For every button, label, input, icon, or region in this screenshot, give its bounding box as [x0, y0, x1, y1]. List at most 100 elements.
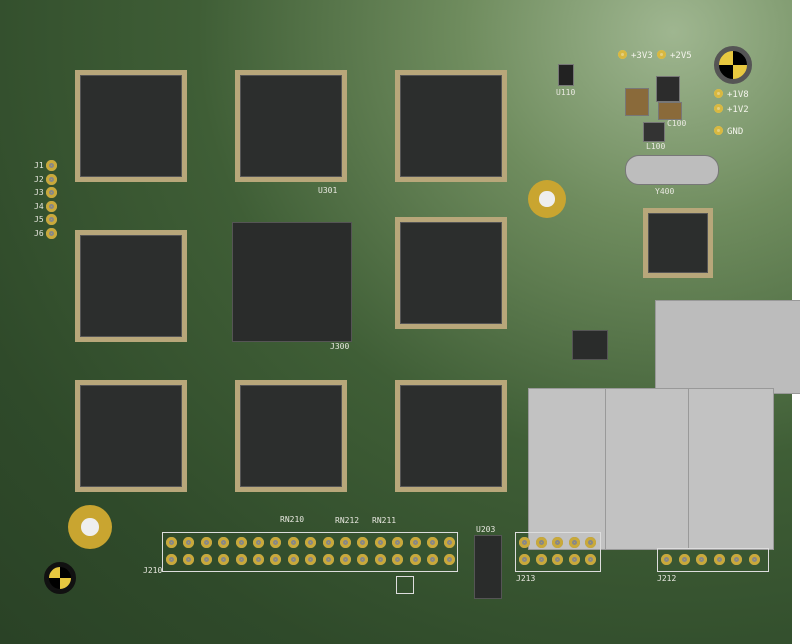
header-pin — [253, 537, 264, 548]
header-pin — [444, 554, 456, 565]
header-pin — [322, 537, 334, 548]
header-pin — [535, 537, 547, 548]
jtag-pad[interactable] — [46, 187, 57, 198]
power-label: +2V5 — [670, 51, 692, 61]
header-pin — [357, 537, 369, 548]
header-pin — [552, 554, 563, 565]
power-testpoint: +3V3 — [618, 50, 653, 61]
pad-icon — [714, 104, 723, 113]
ref-label: L100 — [646, 142, 666, 151]
jtag-pad[interactable] — [46, 160, 57, 171]
ref-label: U203 — [476, 525, 496, 534]
pin-header-j212[interactable] — [657, 548, 769, 572]
header-pin — [748, 554, 760, 565]
header-pin — [409, 554, 421, 565]
header-pin — [552, 537, 563, 548]
capacitor — [625, 88, 649, 116]
header-pin — [585, 554, 596, 565]
header-pin — [661, 554, 672, 565]
pad-icon — [714, 126, 723, 135]
power-testpoint: GND — [714, 126, 743, 137]
jtag-label: J6 — [34, 228, 44, 238]
ref-label: Y400 — [655, 187, 675, 196]
header-pin — [270, 537, 282, 548]
regulator — [656, 76, 680, 102]
pin-header-j213[interactable] — [515, 532, 601, 572]
usb-b-connector[interactable] — [655, 300, 800, 394]
header-pin — [519, 554, 530, 565]
qfp-chip — [80, 235, 182, 337]
header-pin — [427, 554, 438, 565]
jtag-pad[interactable] — [46, 173, 57, 185]
header-pin — [235, 554, 247, 565]
box-header-connector[interactable] — [605, 388, 691, 550]
pad-icon — [618, 50, 627, 59]
header-pin — [305, 554, 317, 565]
header-pin — [585, 537, 596, 548]
ref-label: RN211 — [372, 516, 397, 525]
header-pin — [166, 554, 177, 565]
ref-label: U301 — [318, 186, 338, 195]
header-pin — [444, 537, 456, 548]
header-pin — [183, 554, 195, 565]
header-pin — [678, 554, 690, 565]
jtag-pad[interactable] — [46, 200, 57, 212]
ref-label: J212 — [657, 574, 677, 583]
transistor — [558, 64, 574, 86]
qfp-chip — [400, 75, 502, 177]
pin-header-j210[interactable] — [162, 532, 458, 572]
header-pin — [696, 554, 707, 565]
header-pin — [374, 537, 386, 548]
power-testpoint: +1V8 — [714, 89, 749, 100]
header-pin — [183, 537, 195, 548]
header-pin — [731, 554, 742, 565]
fiducial-icon — [44, 562, 76, 594]
jtag-label: J3 — [34, 188, 44, 197]
qfp-chip — [80, 75, 182, 177]
capacitor — [658, 102, 682, 120]
header-pin — [166, 537, 177, 548]
jtag-label: J5 — [34, 215, 44, 224]
ref-label: J213 — [516, 574, 536, 583]
jtag-pad[interactable] — [46, 214, 57, 225]
ref-label: C100 — [667, 119, 687, 128]
header-pin — [200, 537, 212, 548]
header-pin — [392, 554, 404, 565]
header-pin — [322, 554, 334, 565]
box-header-connector[interactable] — [528, 388, 614, 550]
header-pin — [357, 554, 369, 565]
header-pin — [713, 554, 725, 565]
soic-chip-u203 — [474, 535, 502, 599]
qfp-chip — [240, 385, 342, 487]
box-header-connector[interactable] — [688, 388, 774, 550]
small-ic — [396, 576, 414, 594]
header-pin — [374, 554, 386, 565]
mounting-hole — [68, 505, 112, 549]
header-pin — [535, 554, 547, 565]
qfp-chip — [400, 385, 502, 487]
header-pin — [340, 537, 351, 548]
mcu-chip — [648, 213, 708, 273]
jtag-label: J1 — [34, 161, 44, 170]
header-pin — [392, 537, 404, 548]
header-pin — [253, 554, 264, 565]
qfp-chip — [240, 75, 342, 177]
jtag-pad[interactable] — [46, 227, 57, 239]
fiducial-icon — [714, 46, 752, 84]
ref-label: U110 — [556, 88, 576, 97]
crystal — [625, 155, 719, 185]
jtag-label: J4 — [34, 201, 44, 211]
ref-label: J300 — [330, 342, 350, 351]
pad-icon — [714, 89, 723, 98]
ref-label: RN212 — [335, 516, 360, 525]
header-pin — [287, 554, 299, 565]
header-pin — [427, 537, 438, 548]
ref-label: RN210 — [280, 515, 305, 524]
mounting-hole — [528, 180, 566, 218]
power-testpoint: +1V2 — [714, 104, 749, 115]
header-pin — [568, 554, 580, 565]
soic-chip — [572, 330, 608, 360]
inductor — [643, 122, 665, 142]
bga-chip — [232, 222, 352, 342]
